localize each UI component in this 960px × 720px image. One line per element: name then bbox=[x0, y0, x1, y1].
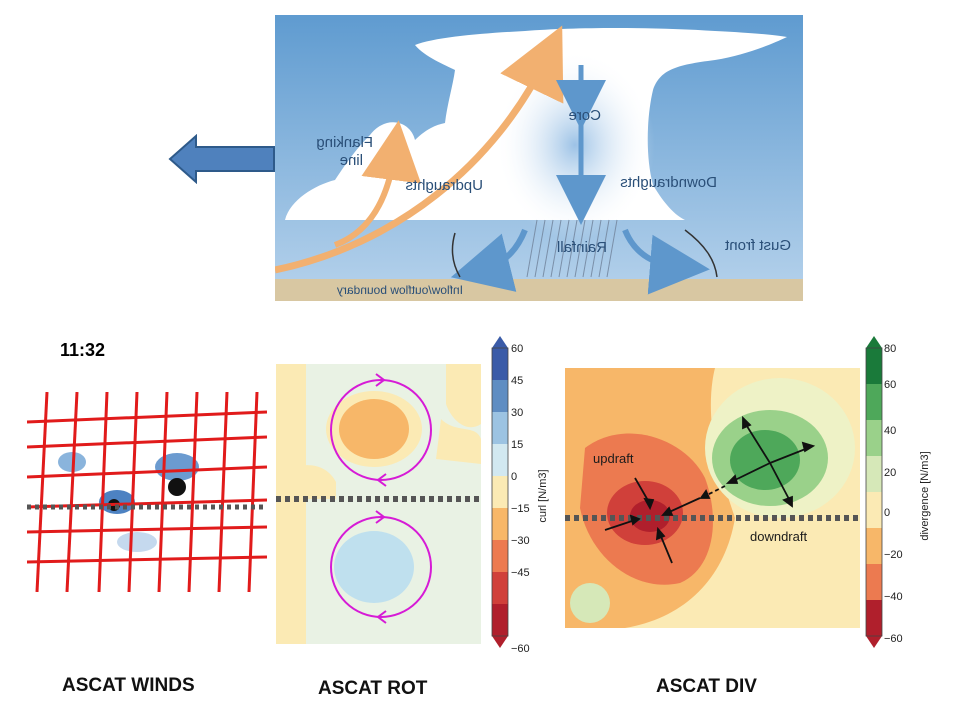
label-gust-front: Gust front bbox=[724, 237, 791, 254]
divergence-tick: −60 bbox=[884, 633, 903, 645]
negative-curl-core bbox=[334, 531, 414, 603]
circulation-arrowhead bbox=[375, 373, 386, 387]
left-arrow-icon bbox=[168, 133, 275, 185]
storm-diagram: Core Flanking line Updraughts Downdraugh… bbox=[274, 15, 803, 301]
label-downdraughts: Downdraughts bbox=[620, 174, 717, 191]
curl-tick: −60 bbox=[511, 643, 530, 655]
curl-tick: 30 bbox=[511, 407, 523, 419]
divergence-tick: 60 bbox=[884, 379, 896, 391]
curl-colorbar-label: curl [N/m3] bbox=[537, 469, 549, 522]
outflow-right-arrow bbox=[622, 228, 710, 295]
caption-ascat-winds: ASCAT WINDS bbox=[62, 675, 195, 696]
divergence-colorbar: 80 60 40 20 0 −20 −40 −60 divergence [N/… bbox=[862, 336, 942, 666]
label-boundary: Inflow/outflow boundary bbox=[337, 283, 463, 297]
curl-tick: −15 bbox=[511, 503, 530, 515]
divergence-core bbox=[730, 430, 800, 490]
curl-colorbar-svg: 60 45 30 15 0 −15 −30 −45 −60 curl [N/m3… bbox=[491, 336, 549, 655]
flank-updraught-arrow bbox=[333, 120, 422, 248]
curl-tick: 15 bbox=[511, 439, 523, 451]
divergence-tick: 40 bbox=[884, 425, 896, 437]
divergence-map: updraft downdraft bbox=[565, 368, 860, 628]
mirrored-labels: Core Flanking line Updraughts Downdraugh… bbox=[316, 107, 791, 297]
curl-tick: 45 bbox=[511, 375, 523, 387]
circulation-arrowhead bbox=[375, 510, 386, 524]
curl-tick: −30 bbox=[511, 535, 530, 547]
caption-ascat-div: ASCAT DIV bbox=[656, 676, 757, 697]
outflow-left-arrow bbox=[450, 228, 528, 292]
wind-barbs-map bbox=[27, 392, 267, 592]
downdraft-label: downdraft bbox=[750, 529, 807, 544]
gust-front-left bbox=[451, 232, 461, 278]
core-shading bbox=[495, 50, 655, 240]
positive-curl-core bbox=[339, 399, 409, 459]
label-flanking-line-2: line bbox=[340, 152, 363, 169]
curl-tick: 60 bbox=[511, 343, 523, 355]
circulation-cyclonic bbox=[330, 379, 432, 481]
ascat-div-panel: updraft downdraft bbox=[565, 368, 860, 628]
label-updraughts: Updraughts bbox=[405, 177, 483, 194]
label-core: Core bbox=[568, 107, 601, 124]
rain-blob bbox=[155, 453, 199, 481]
ascat-winds-panel bbox=[27, 392, 267, 592]
divergence-tick: −40 bbox=[884, 591, 903, 603]
divergence-tick: 0 bbox=[884, 507, 890, 519]
storm-diagram-svg: Core Flanking line Updraughts Downdraugh… bbox=[274, 15, 803, 301]
curl-colorbar: 60 45 30 15 0 −15 −30 −45 −60 curl [N/m3… bbox=[486, 336, 556, 666]
divergence-colorbar-label: divergence [N/m3] bbox=[919, 451, 931, 540]
circulation-arrowhead bbox=[376, 473, 387, 487]
gust-front-right bbox=[684, 229, 718, 278]
main-updraught-arrow bbox=[274, 25, 564, 274]
curl-map bbox=[276, 364, 481, 644]
updraft-arrows bbox=[604, 477, 726, 564]
storm-motion-arrow bbox=[168, 133, 276, 185]
time-label: 11:32 bbox=[60, 340, 106, 360]
divergence-tick: 20 bbox=[884, 467, 896, 479]
ascat-rot-panel bbox=[276, 364, 481, 644]
circulation-anticyclonic bbox=[330, 516, 432, 618]
rain-blob bbox=[117, 532, 157, 552]
caption-ascat-rot: ASCAT ROT bbox=[318, 678, 428, 699]
rainfall-hatching bbox=[526, 219, 618, 278]
circulation-arrowhead bbox=[376, 610, 387, 624]
divergence-tick: −20 bbox=[884, 549, 903, 561]
rain-core bbox=[168, 478, 186, 496]
label-flanking-line: Flanking bbox=[316, 134, 373, 151]
divergence-patch bbox=[570, 583, 610, 623]
divergence-tick: 80 bbox=[884, 343, 896, 355]
label-rainfall: Rainfall bbox=[557, 239, 607, 256]
divergence-colorbar-svg: 80 60 40 20 0 −20 −40 −60 divergence [N/… bbox=[865, 336, 931, 648]
wind-barbs bbox=[27, 392, 267, 592]
updraft-label: updraft bbox=[593, 451, 634, 466]
curl-tick: 0 bbox=[511, 471, 517, 483]
curl-tick: −45 bbox=[511, 567, 530, 579]
downdraft-arrows bbox=[725, 415, 816, 508]
